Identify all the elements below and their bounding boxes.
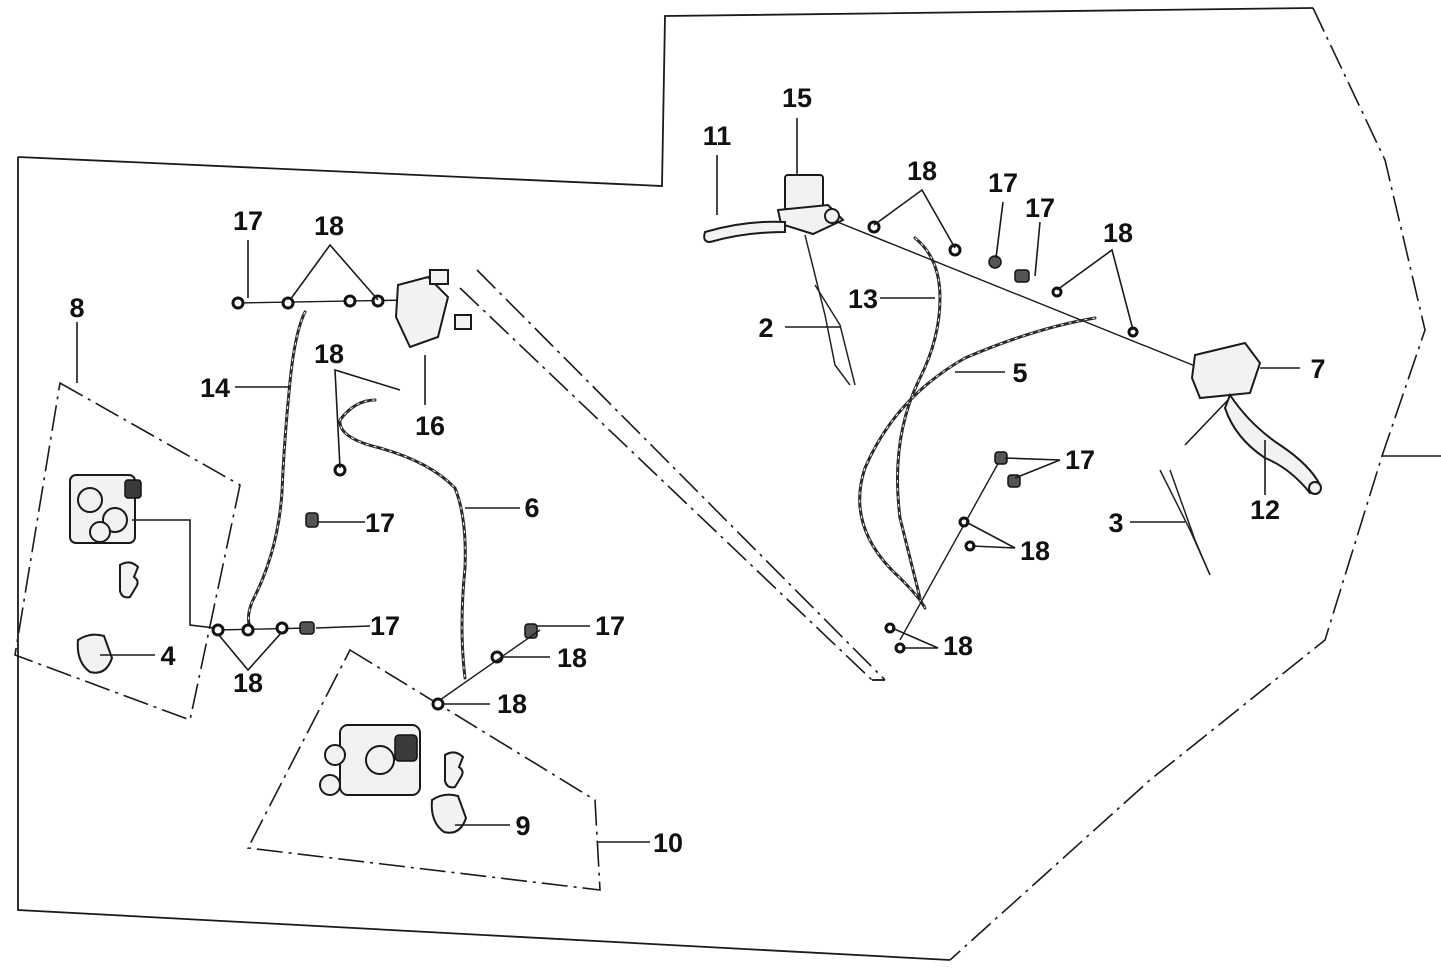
assembly-border — [17, 7, 1441, 961]
callout-18: 18 — [943, 631, 973, 661]
callout-18: 18 — [1103, 218, 1133, 248]
callout-7: 7 — [1310, 354, 1325, 384]
front-master-cylinder — [784, 174, 824, 211]
callout-10: 10 — [653, 828, 683, 858]
callout-17: 17 — [988, 168, 1018, 198]
rear-master-cylinder — [1190, 341, 1262, 400]
callout-17: 17 — [370, 611, 400, 641]
left-hydraulic-assembly — [211, 240, 590, 711]
callout-17: 17 — [595, 611, 625, 641]
right-caliper-pins — [444, 751, 465, 789]
right-brake-pad — [430, 793, 468, 834]
callout-18: 18 — [557, 643, 587, 673]
left-caliper-pins — [119, 561, 140, 599]
callout-15: 15 — [782, 83, 812, 113]
left-brake-pad — [76, 633, 114, 674]
rear-brake-lever — [1223, 392, 1322, 495]
rear-left-caliper-panel — [14, 322, 241, 722]
callout-5: 5 — [1012, 358, 1027, 388]
callout-17: 17 — [365, 508, 395, 538]
callout-18: 18 — [314, 339, 344, 369]
callout-18: 18 — [1020, 536, 1050, 566]
right-master-cylinder-assembly — [703, 118, 1322, 654]
callout-11: 11 — [703, 121, 732, 151]
rear-right-caliper-panel — [246, 648, 650, 891]
callout-18: 18 — [497, 689, 527, 719]
callout-18: 18 — [907, 156, 937, 186]
callout-17: 17 — [233, 206, 263, 236]
callout-16: 16 — [415, 411, 445, 441]
callout-3: 3 — [1108, 508, 1123, 538]
callout-14: 14 — [200, 373, 230, 403]
proportioning-valve — [394, 275, 450, 349]
callout-8: 8 — [69, 293, 84, 323]
callout-6: 6 — [524, 493, 539, 523]
callout-2: 2 — [758, 313, 773, 343]
callout-9: 9 — [515, 811, 530, 841]
callout-18: 18 — [314, 211, 344, 241]
callout-17: 17 — [1065, 445, 1095, 475]
callout-18: 18 — [233, 668, 263, 698]
callout-labels: 15 11 18 17 17 18 13 2 5 7 17 12 3 18 18… — [69, 83, 1325, 858]
callout-13: 13 — [848, 284, 878, 314]
bolt-17-top-left — [231, 296, 245, 310]
callout-4: 4 — [160, 641, 175, 671]
callout-12: 12 — [1250, 495, 1280, 525]
front-brake-lever — [703, 220, 786, 244]
separator-band — [459, 269, 886, 681]
callout-17: 17 — [1025, 193, 1055, 223]
